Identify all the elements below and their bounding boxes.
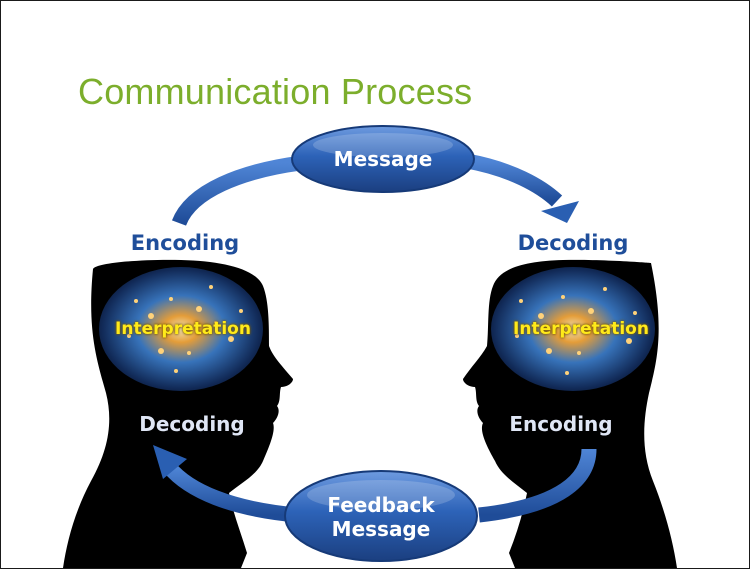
spark xyxy=(538,313,544,319)
top-arrow-left-stroke xyxy=(171,155,302,227)
bottom-arrow-left-stroke xyxy=(163,461,298,523)
spark xyxy=(196,306,202,312)
feedback-pill-highlight xyxy=(307,480,455,510)
spark xyxy=(169,297,173,301)
bottom-arrowhead xyxy=(153,445,187,479)
spark xyxy=(158,348,164,354)
spark xyxy=(561,295,565,299)
receiver-brain xyxy=(491,267,655,391)
bottom-arrow-right-stroke xyxy=(478,448,597,523)
sender-brain xyxy=(99,267,263,391)
receiver-head xyxy=(463,259,677,568)
spark xyxy=(228,336,234,342)
spark xyxy=(214,321,218,325)
feedback-message-label: Feedback Message xyxy=(327,493,434,541)
spark xyxy=(565,371,569,375)
spark xyxy=(148,313,154,319)
receiver-brain-sparks xyxy=(515,287,637,375)
sender-head xyxy=(63,259,293,568)
top-arrow-right-stroke xyxy=(465,153,563,207)
slide-title: Communication Process xyxy=(78,71,473,112)
spark xyxy=(633,311,637,315)
sender-encoding-label: Encoding xyxy=(130,231,240,255)
spark xyxy=(577,351,581,355)
feedback-label-line2: Message xyxy=(331,517,431,541)
spark xyxy=(546,348,552,354)
bottom-arrow xyxy=(153,445,597,523)
spark xyxy=(588,308,594,314)
spark xyxy=(239,309,243,313)
message-label: Message xyxy=(333,147,433,171)
spark xyxy=(603,287,607,291)
spark xyxy=(187,351,191,355)
spark xyxy=(134,299,138,303)
spark xyxy=(174,369,178,373)
top-arrow xyxy=(171,153,579,227)
receiver-interpretation-label: Interpretation xyxy=(513,319,649,339)
spark xyxy=(515,334,519,338)
spark xyxy=(626,338,632,344)
feedback-label-line1: Feedback xyxy=(327,493,435,517)
sender-brain-sparks xyxy=(127,285,243,373)
spark xyxy=(127,334,131,338)
feedback-pill xyxy=(284,470,478,562)
sender-interpretation-label: Interpretation xyxy=(115,319,251,339)
sender-decoding-label: Decoding xyxy=(139,412,245,436)
spark xyxy=(609,324,613,328)
message-pill xyxy=(291,125,475,193)
receiver-decoding-label: Decoding xyxy=(517,231,629,255)
top-arrowhead xyxy=(541,201,579,223)
message-pill-highlight xyxy=(313,133,453,157)
spark xyxy=(209,285,213,289)
spark xyxy=(519,299,523,303)
receiver-encoding-label: Encoding xyxy=(509,412,613,436)
